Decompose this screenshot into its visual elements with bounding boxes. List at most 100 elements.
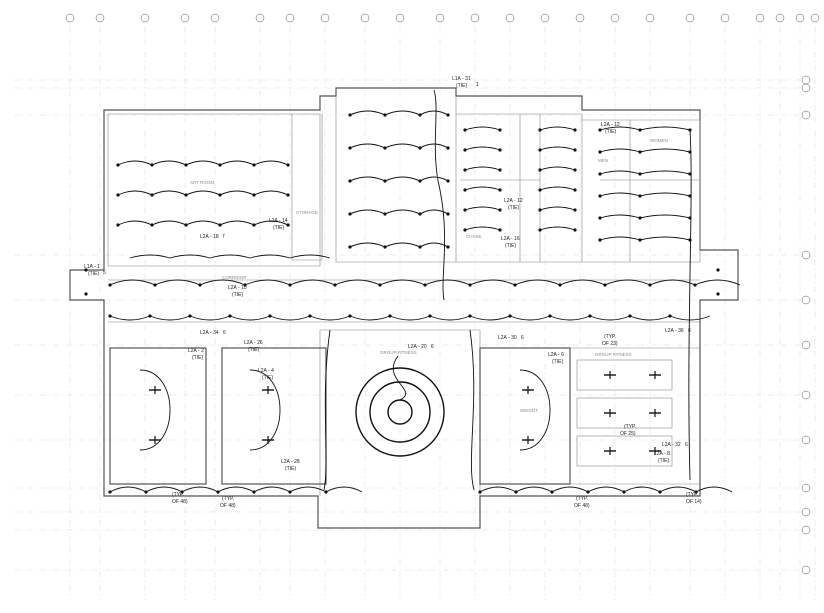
wire-run (325, 486, 363, 493)
light-fixture (150, 193, 154, 197)
svg-text:(TIE): (TIE) (605, 129, 616, 135)
light-fixture (348, 179, 352, 183)
grid-bubble (801, 83, 811, 93)
light-fixture (184, 223, 188, 227)
wire-run (109, 486, 147, 493)
light-fixture (383, 113, 387, 117)
light-fixture (218, 193, 222, 197)
light-fixture (463, 128, 467, 132)
wire-run (539, 146, 576, 151)
wire-run (599, 148, 641, 153)
light-fixture (648, 283, 652, 287)
svg-text:L2A - 20: L2A - 20 (408, 344, 427, 350)
grid-bubble (505, 13, 515, 23)
light-fixture (538, 128, 542, 132)
wire-run (464, 126, 501, 131)
wire-run (539, 166, 576, 171)
svg-text:(TIE): (TIE) (262, 375, 273, 381)
wire-run (599, 236, 641, 241)
light-fixture (84, 268, 88, 272)
wire-run (639, 192, 691, 197)
wire-run (419, 242, 449, 248)
circuit-label: L2A - 2(TIE) (188, 348, 204, 361)
wire-run (549, 315, 591, 321)
light-fixture (688, 238, 692, 242)
wire-run (599, 126, 641, 131)
group-fitness-ring (355, 355, 445, 457)
wire-run (384, 110, 421, 116)
wire-run (169, 254, 211, 259)
wire-run (289, 254, 331, 259)
light-fixture (688, 172, 692, 176)
wire-run (639, 126, 691, 131)
light-fixture (383, 179, 387, 183)
grid-bubble (95, 13, 105, 23)
wire-run (639, 214, 691, 219)
building-walls (69, 87, 739, 529)
grid-bubble (801, 390, 811, 400)
light-fixture (268, 314, 272, 318)
light-fixture (180, 490, 184, 494)
wire-run (551, 486, 589, 493)
svg-text:OF 48): OF 48) (220, 503, 236, 509)
light-fixture (218, 163, 222, 167)
svg-text:L2A - 32: L2A - 32 (662, 442, 681, 448)
svg-text:(TIE): (TIE) (88, 271, 99, 277)
circuit-label: L2A - 14(TIE) (269, 218, 288, 231)
circuit-label: L2A - 10(TIE) (228, 285, 247, 298)
svg-text:L2A - 36: L2A - 36 (665, 328, 684, 334)
light-fixture (108, 283, 112, 287)
svg-text:(TIE): (TIE) (505, 243, 516, 249)
light-fixture (688, 128, 692, 132)
light-fixture (153, 283, 157, 287)
wire-run (539, 226, 576, 231)
wire-run (379, 279, 426, 286)
svg-text:6: 6 (521, 335, 524, 341)
svg-text:L2A - 26: L2A - 26 (244, 340, 263, 346)
svg-text:(TYP.: (TYP. (172, 492, 184, 498)
wire-run (419, 110, 449, 116)
wire-run (629, 315, 671, 321)
grid-bubble (801, 483, 811, 493)
light-fixture (573, 168, 577, 172)
light-fixture (588, 314, 592, 318)
light-fixture (598, 150, 602, 154)
wire-run (139, 369, 171, 451)
wire-run (384, 176, 421, 182)
svg-text:L2A - 10: L2A - 10 (228, 285, 247, 291)
wire-run (479, 486, 517, 493)
svg-text:(TIE): (TIE) (552, 359, 563, 365)
light-fixture (638, 216, 642, 220)
light-fixture (550, 490, 554, 494)
circuit-labels: L1A - 31(TIE)1 L2A - 12(TIE) L2A - 14(TI… (84, 76, 691, 472)
svg-text:OF 48): OF 48) (574, 503, 590, 509)
wire-run (539, 186, 576, 191)
light-fixture (388, 314, 392, 318)
wire-run (589, 315, 631, 321)
wire-run (639, 170, 691, 175)
room-name: ART ROOM (190, 180, 214, 185)
svg-text:6: 6 (431, 344, 434, 350)
svg-text:L2A - 8: L2A - 8 (654, 451, 670, 457)
light-fixture (478, 490, 482, 494)
wire-run (695, 486, 733, 493)
grid-bubble (801, 565, 811, 575)
svg-text:(TIE): (TIE) (658, 458, 669, 464)
light-fixture (418, 146, 422, 150)
svg-text:OF 14): OF 14) (686, 499, 702, 505)
light-fixture (218, 223, 222, 227)
svg-text:L2A - 14: L2A - 14 (269, 218, 288, 224)
light-fixture (513, 283, 517, 287)
svg-text:OF 25): OF 25) (620, 431, 636, 437)
wire-run (151, 160, 187, 166)
light-fixture (150, 223, 154, 227)
grid-bubble (470, 13, 480, 23)
wire-run (604, 279, 651, 286)
wire-run (419, 143, 449, 149)
light-fixture (638, 128, 642, 132)
svg-text:L2A - 2: L2A - 2 (188, 348, 204, 354)
light-fixture (598, 216, 602, 220)
